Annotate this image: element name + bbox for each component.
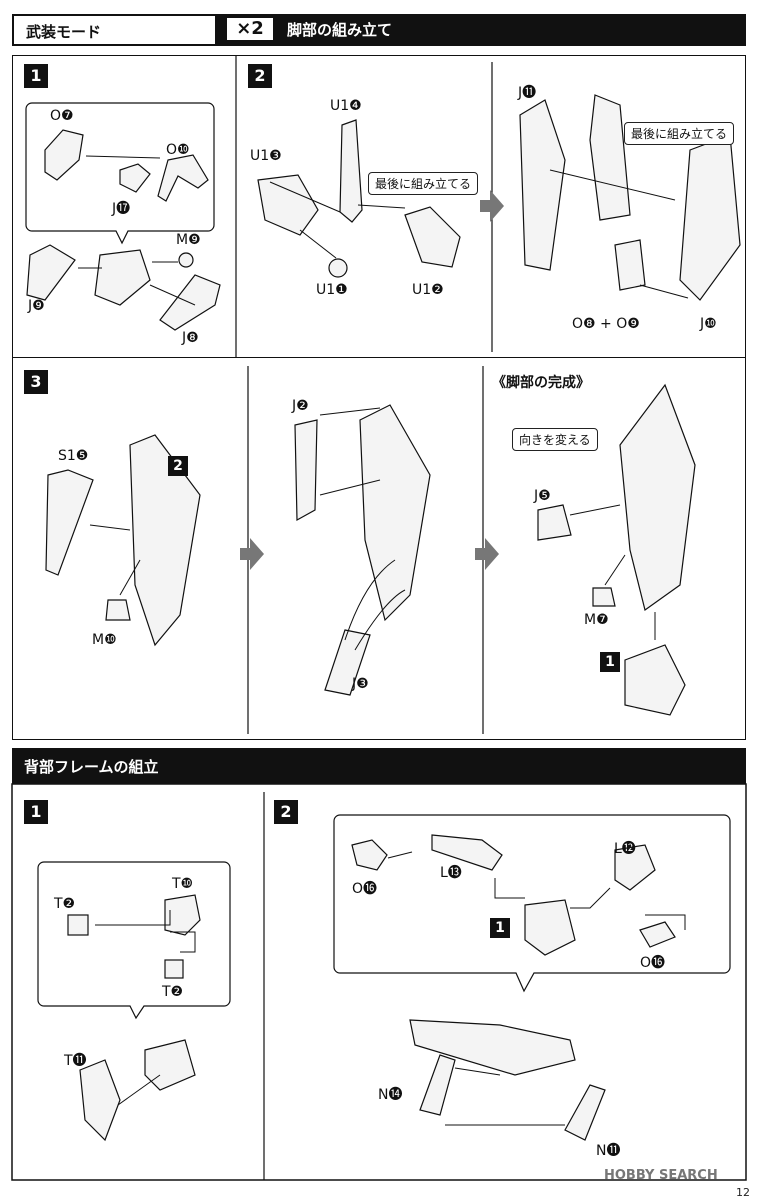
ref-step-badge: 1 <box>490 918 510 938</box>
part-j11 <box>519 99 566 271</box>
part-back-frame <box>409 1019 576 1076</box>
part-leg-assembly-2 <box>129 434 201 647</box>
part-label: T❿ <box>172 876 194 892</box>
part-t2 <box>67 914 89 936</box>
part-center-leg <box>589 94 631 221</box>
part-j10 <box>679 134 741 301</box>
part-label: O❼ <box>50 108 74 124</box>
mode-header: 武装モード <box>12 14 217 46</box>
multiplier-badge: ×2 <box>227 18 273 40</box>
part-u1-3 <box>257 174 319 236</box>
part-o16 <box>351 839 388 871</box>
part-label: J❿ <box>700 316 717 332</box>
part-m10 <box>105 599 131 621</box>
part-label: J❺ <box>534 488 551 504</box>
section-title: 脚部の組み立て <box>287 21 393 39</box>
part-o7 <box>44 129 84 181</box>
part-o16-right <box>639 921 676 948</box>
part-u1-4 <box>339 119 363 223</box>
part-j9 <box>26 244 76 301</box>
part-label: J⓫ <box>518 85 537 101</box>
mode-label: 武装モード <box>26 23 102 41</box>
ref-step-badge: 1 <box>600 652 620 672</box>
part-label: O❽ + O❾ <box>572 316 640 332</box>
part-label: J❽ <box>182 330 199 346</box>
part-label: O⓰ <box>640 955 666 971</box>
part-label: M❼ <box>584 612 609 628</box>
step-2-badge: 2 <box>248 64 272 88</box>
part-n14 <box>419 1054 456 1116</box>
part-label: S1❺ <box>58 448 89 464</box>
part-o8-o9 <box>614 239 646 291</box>
arrow-right <box>475 538 499 570</box>
watermark: HOBBY SEARCH <box>604 1168 718 1183</box>
part-t2-lower <box>164 959 184 979</box>
part-m9 <box>178 252 194 268</box>
part-label: O⓰ <box>352 881 378 897</box>
part-leg-complete <box>619 383 696 612</box>
part-label: L⓬ <box>614 841 636 857</box>
part-label: T❷ <box>162 984 184 1000</box>
part-t11 <box>79 1059 121 1142</box>
part-label: J⓱ <box>112 201 131 217</box>
part-label: U1❶ <box>316 282 348 298</box>
part-o10 <box>157 154 209 202</box>
step-1-badge: 1 <box>24 800 48 824</box>
part-l13 <box>431 834 503 871</box>
step-3-badge: 3 <box>24 370 48 394</box>
part-label: U1❸ <box>250 148 282 164</box>
part-label: N⓮ <box>378 1087 403 1103</box>
part-leg-center <box>359 404 431 622</box>
page-number: 12 <box>736 1186 750 1199</box>
part-label: T❷ <box>54 896 76 912</box>
part-step1-subassembly <box>624 644 686 716</box>
part-label: U1❷ <box>412 282 444 298</box>
part-m9-body <box>94 249 151 306</box>
complete-label: 《脚部の完成》 <box>492 375 590 391</box>
callout-change-direction: 向きを変える <box>512 428 598 451</box>
part-s1-5 <box>45 469 94 576</box>
part-label: J❾ <box>28 298 45 314</box>
part-label: T⓫ <box>64 1053 87 1069</box>
part-label: M❾ <box>176 232 201 248</box>
back-frame-header: 背部フレームの組立 <box>12 748 746 784</box>
part-u1-1 <box>328 258 348 278</box>
step-2-badge: 2 <box>274 800 298 824</box>
part-j3 <box>324 629 371 696</box>
part-t-assembly <box>144 1039 196 1091</box>
arrow-right <box>240 538 264 570</box>
part-label: J❷ <box>292 398 309 414</box>
part-label: U1❹ <box>330 98 362 114</box>
part-j17 <box>119 163 151 193</box>
part-l12 <box>614 844 656 891</box>
part-label: L⓭ <box>440 865 462 881</box>
part-j2 <box>294 419 318 522</box>
part-label: N⓫ <box>596 1143 621 1159</box>
part-n11 <box>564 1084 606 1141</box>
part-u1-2 <box>404 206 461 268</box>
part-label: M❿ <box>92 632 117 648</box>
arrow-right <box>480 190 504 222</box>
part-frame-core <box>524 899 576 956</box>
ref-step-badge: 2 <box>168 456 188 476</box>
part-label: O❿ <box>166 142 190 158</box>
part-label: J❸ <box>352 676 369 692</box>
step-1-badge: 1 <box>24 64 48 88</box>
part-j5 <box>537 504 572 541</box>
part-m7 <box>592 587 616 607</box>
callout-assemble-last: 最後に組み立てる <box>368 172 479 195</box>
back-frame-title: 背部フレームの組立 <box>24 758 159 776</box>
callout-assemble-last: 最後に組み立てる <box>624 122 735 145</box>
section-header: ×2 脚部の組み立て <box>217 14 746 46</box>
